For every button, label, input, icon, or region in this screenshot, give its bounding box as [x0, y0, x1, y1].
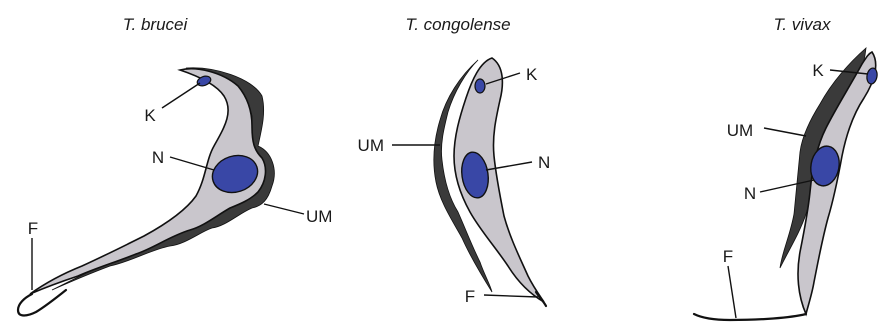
brucei-k-leader — [162, 83, 200, 108]
title-t-congolense: T. congolense — [405, 15, 510, 34]
title-t-brucei: T. brucei — [123, 15, 189, 34]
congolense-label-n: N — [538, 153, 550, 172]
vivax-label-um: UM — [727, 121, 753, 140]
brucei-label-f: F — [28, 219, 38, 238]
brucei-label-n: N — [152, 148, 164, 167]
vivax-label-n: N — [744, 184, 756, 203]
brucei-flagellum — [18, 290, 66, 316]
panel-t-vivax: T. vivax K UM N F — [694, 15, 878, 320]
title-t-vivax: T. vivax — [773, 15, 831, 34]
congolense-label-um: UM — [358, 136, 384, 155]
vivax-label-f: F — [723, 247, 733, 266]
congolense-label-f: F — [465, 287, 475, 306]
vivax-flagellum — [694, 314, 806, 320]
brucei-label-um: UM — [306, 207, 332, 226]
congolense-label-k: K — [526, 65, 538, 84]
vivax-um-leader — [764, 128, 806, 136]
congolense-flagellum — [536, 292, 546, 306]
brucei-um-leader — [264, 204, 304, 214]
panel-t-brucei: T. brucei K N UM F — [18, 15, 332, 316]
panel-t-congolense: T. congolense K UM N F — [358, 15, 551, 306]
vivax-label-k: K — [812, 61, 824, 80]
congolense-f-leader — [484, 295, 538, 297]
congolense-kinetoplast — [475, 79, 485, 93]
brucei-label-k: K — [144, 106, 156, 125]
vivax-f-leader — [728, 266, 736, 318]
